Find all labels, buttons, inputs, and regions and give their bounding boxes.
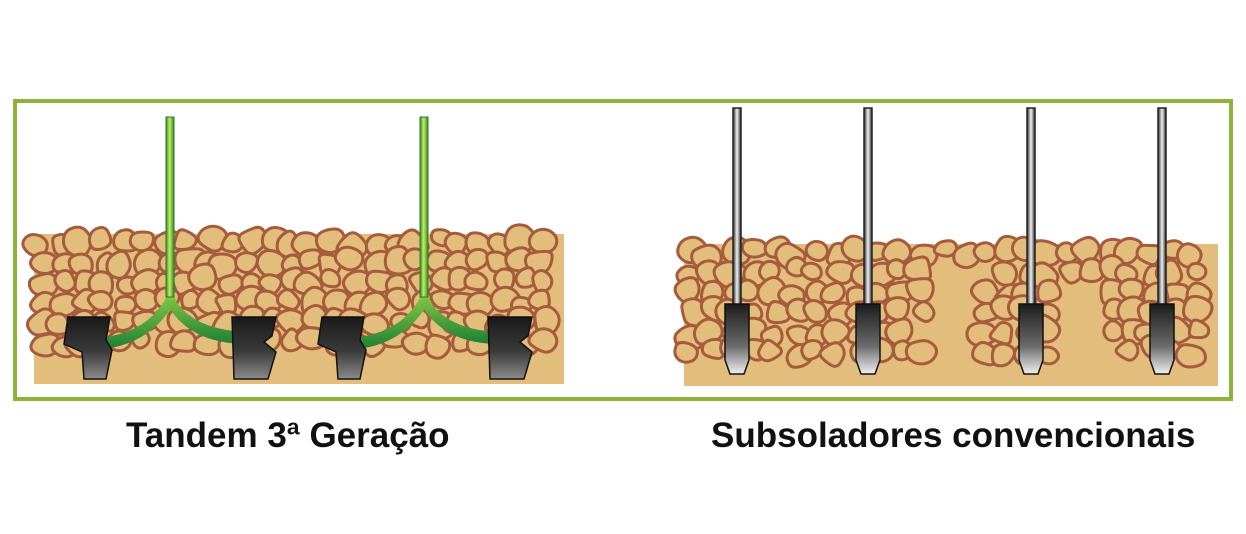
soil-clod xyxy=(884,317,914,347)
soil-clod xyxy=(765,300,792,325)
soil-clod xyxy=(1174,343,1208,369)
tandem-tip-right-2 xyxy=(487,316,533,380)
soil-clod xyxy=(424,333,452,360)
soil-clod xyxy=(1187,318,1211,340)
conventional-shank-tip-3 xyxy=(1018,303,1044,375)
tandem-tip-left-1 xyxy=(63,316,113,380)
conventional-shank-tip-4 xyxy=(1149,303,1175,375)
soil-clod xyxy=(128,230,155,253)
soil-clod xyxy=(757,338,783,363)
soil-clod xyxy=(172,228,198,252)
soil-clod xyxy=(804,239,829,263)
soil-clod xyxy=(1112,236,1144,265)
soil-clod xyxy=(990,260,1019,287)
conventional-shank-3 xyxy=(1018,107,1044,375)
tandem-shank-group-2 xyxy=(317,116,533,380)
soil-clod xyxy=(464,247,490,272)
soil-clod xyxy=(673,340,699,364)
soil-clod xyxy=(1186,261,1208,282)
soil-clod xyxy=(133,288,160,313)
tandem-shank-1 xyxy=(165,116,175,298)
soil-clod xyxy=(196,224,229,253)
soil-clod xyxy=(1175,242,1203,269)
soil-clod xyxy=(1182,294,1214,324)
soil-clod xyxy=(932,239,959,258)
soil-clod xyxy=(527,327,559,354)
tandem-tip-right-1 xyxy=(231,316,277,380)
soil-clod xyxy=(1036,278,1063,304)
conventional-shank-tip-2 xyxy=(855,303,881,375)
conventional-shank-bar-2 xyxy=(863,107,873,309)
diagram-frame xyxy=(13,99,1233,401)
soil-clod xyxy=(965,321,999,348)
conventional-shank-4 xyxy=(1149,107,1175,375)
soil-clod xyxy=(802,298,828,324)
caption-conventional: Subsoladores convencionais xyxy=(711,416,1196,455)
caption-tandem: Tandem 3ª Geração xyxy=(126,416,450,455)
soil-clod xyxy=(905,277,935,304)
soil-clod xyxy=(527,227,559,255)
soil-clod xyxy=(819,281,846,305)
tandem-shank-2 xyxy=(419,116,429,298)
soil-clod xyxy=(818,341,846,368)
soil-clod xyxy=(972,241,997,263)
soil-clod xyxy=(990,342,1017,368)
soil-clod xyxy=(883,296,911,322)
soil-clod xyxy=(169,329,198,353)
soil-clod xyxy=(740,238,769,259)
tandem-wing-right-1 xyxy=(165,290,248,344)
soil-clod xyxy=(911,300,936,323)
soil-clod xyxy=(799,261,823,282)
soil-clod xyxy=(400,331,432,356)
soil-clod xyxy=(384,286,412,312)
conventional-shank-1 xyxy=(724,107,750,375)
tandem-wing-right-2 xyxy=(419,290,500,344)
soil-clod xyxy=(27,272,60,298)
conventional-shank-tip-1 xyxy=(724,303,750,375)
soil-clod xyxy=(1114,338,1140,362)
soil-clod xyxy=(1102,319,1125,343)
soil-clod xyxy=(881,238,912,266)
soil-clod xyxy=(825,260,856,285)
soil-clod xyxy=(86,290,114,312)
soil-clod xyxy=(904,339,939,366)
soil-clod xyxy=(531,269,554,294)
soil-clod xyxy=(187,262,218,292)
soil-clod xyxy=(234,251,260,274)
soil-clod xyxy=(358,290,389,317)
soil-clod xyxy=(333,245,365,272)
soil-clod xyxy=(53,268,77,293)
soil-clod xyxy=(61,225,93,258)
soil-clod xyxy=(237,225,268,256)
soil-clod xyxy=(48,291,81,318)
soil-clod xyxy=(105,249,132,280)
conventional-shank-2 xyxy=(855,107,881,375)
tandem-shank-group-1 xyxy=(63,116,277,380)
soil-clod xyxy=(319,267,342,289)
soil-clod xyxy=(87,225,113,252)
conventional-shank-bar-3 xyxy=(1026,107,1036,309)
right-soil-block xyxy=(673,234,1218,386)
tandem-tip-left-2 xyxy=(317,316,367,380)
soil-clod xyxy=(902,255,933,282)
conventional-shank-bar-1 xyxy=(732,107,742,309)
soil-clod xyxy=(800,339,824,362)
soil-clod xyxy=(463,270,489,292)
right-soil-clods xyxy=(673,234,1214,369)
conventional-shank-bar-4 xyxy=(1157,107,1167,309)
soil-clod xyxy=(527,288,551,311)
soil-clod xyxy=(257,273,283,296)
soil-clod xyxy=(214,293,238,316)
